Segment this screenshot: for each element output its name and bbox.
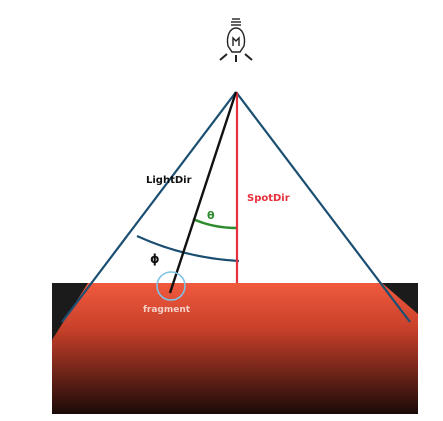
- lit-surface: [52, 283, 418, 414]
- right-shadow-corner: [382, 283, 418, 314]
- theta-label: θ: [207, 209, 215, 222]
- cone-right-edge: [235, 91, 411, 323]
- fragment-label: fragment: [143, 305, 191, 315]
- phi-arc: [136, 234, 240, 263]
- fragment-circle: [156, 271, 186, 301]
- light-dir-line: [168, 91, 238, 294]
- light-bulb-icon: [219, 18, 253, 62]
- light-dir-label: LightDir: [146, 175, 192, 186]
- theta-arc: [192, 217, 238, 230]
- spot-dir-label: SpotDir: [247, 193, 290, 204]
- cone-left-edge: [61, 91, 237, 323]
- phi-label: ϕ: [150, 252, 160, 266]
